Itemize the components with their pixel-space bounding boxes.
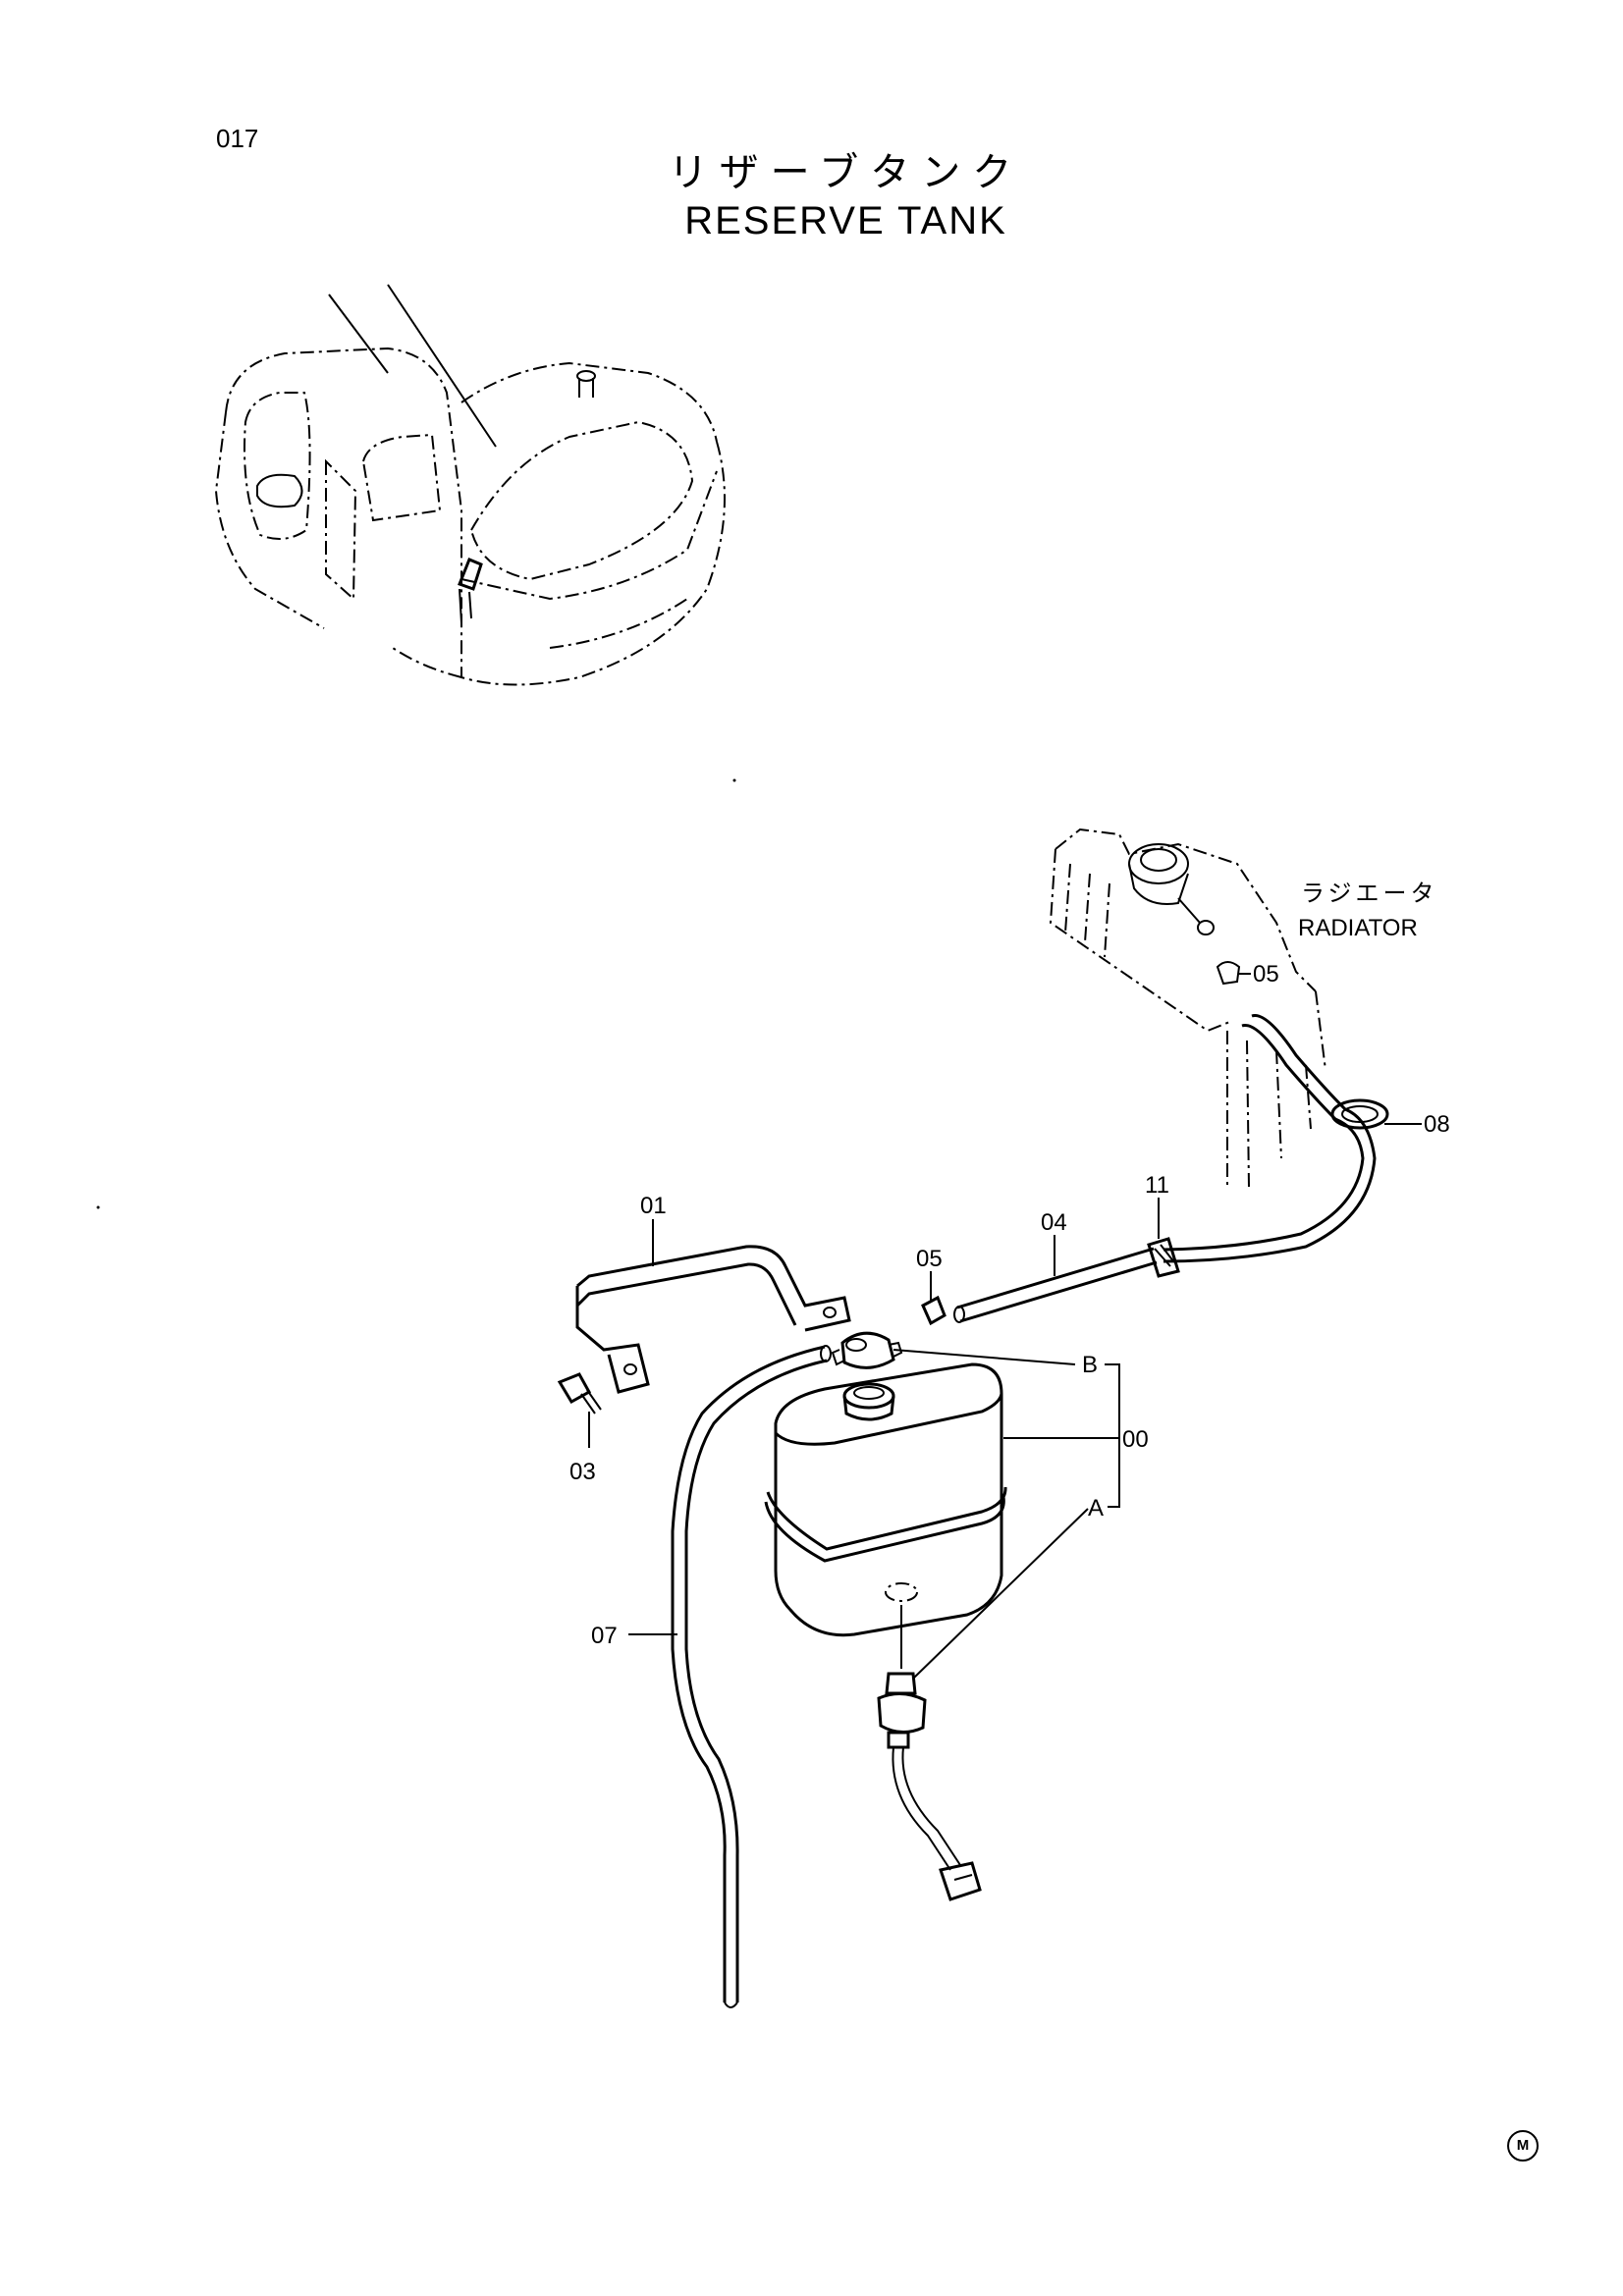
radiator-label-english: RADIATOR [1298,915,1418,941]
callout-05-hose: 05 [916,1246,943,1272]
leader-lines [588,973,1422,1680]
bracket-drawing [557,1245,851,1415]
callout-03: 03 [569,1459,596,1485]
callout-ref-a: A [1088,1495,1104,1522]
radiator-label-japanese: ラジエータ [1301,880,1438,907]
callout-ref-b: B [1082,1352,1098,1378]
footer-mark-badge: M [1507,2130,1539,2162]
callout-08: 08 [1424,1111,1450,1138]
page-number: 017 [216,124,259,153]
callout-11: 11 [1145,1172,1169,1199]
callout-05-radiator: 05 [1253,961,1279,988]
machine-overview-drawing [214,284,726,686]
page-title-english: RESERVE TANK [684,199,1007,242]
callout-04: 04 [1041,1209,1067,1236]
reserve-tank-drawing [764,1331,1007,1901]
callout-00: 00 [1122,1426,1149,1453]
page-title-japanese: リザーブタンク [668,150,1024,195]
radiator-drawing [1049,828,1326,1189]
callout-01: 01 [640,1193,667,1219]
hose-lines [671,1014,1389,2008]
callout-07: 07 [591,1623,618,1649]
